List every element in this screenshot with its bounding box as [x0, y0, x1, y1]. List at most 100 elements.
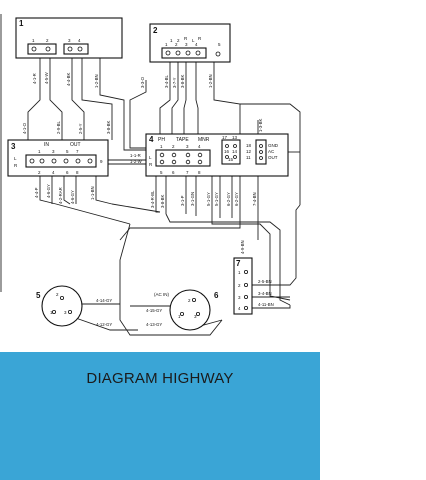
wire	[71, 57, 85, 140]
component-3-pin: 6	[66, 170, 69, 175]
component-4-head: MNR	[198, 137, 210, 143]
switch-label: 18	[246, 143, 252, 148]
terminal	[67, 46, 73, 52]
component-4-side: R	[149, 162, 153, 167]
component-3-pin: 4	[52, 170, 55, 175]
wire-label: 4-9-BN	[240, 240, 245, 254]
component-3-side: L	[14, 156, 17, 161]
component-2-label: R	[198, 36, 202, 41]
wire-label: 4-6-GY	[70, 190, 75, 204]
component-5-pin: 2	[56, 292, 59, 297]
component-3-number: 3	[11, 142, 16, 151]
wire-label: 1-2-BN	[94, 74, 99, 88]
terminal	[159, 152, 165, 158]
terminal	[195, 311, 200, 316]
component-4-number: 4	[149, 135, 154, 144]
component-3-pin: 7	[76, 149, 79, 154]
terminal	[175, 50, 181, 56]
terminal	[171, 159, 177, 165]
wire-label: 3-8-BK	[160, 194, 165, 208]
component-2-pin: 1	[165, 42, 168, 47]
component-7-pin: 1	[238, 270, 241, 275]
title-banner: DIAGRAM HIGHWAY	[0, 352, 320, 480]
wire-label: 3-8-BK	[180, 74, 185, 88]
component-2-label: L	[192, 38, 195, 43]
component-2-label: R	[184, 36, 188, 41]
component-3-pin: 5	[66, 149, 69, 154]
component-4-head: PH	[158, 137, 165, 143]
terminal	[52, 309, 57, 314]
switch-label: 11	[246, 155, 251, 160]
wire-label: 3-8-BK	[106, 120, 111, 134]
component-1: 1 1 2 3 4	[15, 17, 123, 59]
wire-label: 3-4-BN	[258, 291, 272, 296]
wire	[129, 80, 147, 149]
wire	[213, 60, 241, 140]
wire	[119, 218, 241, 241]
wire-label: 4-5-W	[44, 71, 49, 84]
component-3-pin: 1	[38, 149, 41, 154]
wire-label: 3-7-Y	[172, 77, 177, 88]
switch-label: 14	[232, 149, 238, 154]
terminal	[77, 46, 83, 52]
component-1-connector-a	[27, 43, 57, 55]
terminal	[233, 155, 237, 159]
terminal	[259, 144, 263, 148]
wiring-diagram: 1 1 2 3 4 2 1 2 R L R 5 1 2 3 4 3 IN O	[0, 14, 301, 336]
component-4-pin: 1	[160, 144, 163, 149]
component-1-pin: 4	[78, 38, 81, 43]
wire	[171, 60, 179, 140]
switch-label: 13	[232, 135, 238, 140]
terminal	[179, 311, 184, 316]
wire	[39, 176, 57, 205]
terminal	[243, 305, 248, 310]
terminal	[63, 158, 69, 164]
wire-label: 7-4-BN	[252, 192, 257, 206]
wire-label: 4-13-GY	[146, 322, 162, 327]
component-1-pin: 2	[46, 38, 49, 43]
component-5: 5 2 1 3	[36, 285, 83, 327]
wire-label: 1-1-R	[130, 153, 141, 158]
switch-label: 12	[246, 149, 252, 154]
component-4-pin: 5	[160, 170, 163, 175]
component-4-connector	[155, 149, 211, 167]
component-6-number: 6	[214, 291, 219, 300]
wire-label: 1-3-BK	[258, 118, 263, 132]
wire-labels: 4-1-R 4-5-W 4-4-BK 1-2-BN 3-3-O 3-4-BL 3…	[22, 71, 274, 327]
wire	[252, 305, 291, 309]
component-5-number: 5	[36, 291, 41, 300]
component-4: 4 PH TAPE MNR 1 2 3 4 L R 5 6 7 8 17 13 …	[145, 133, 289, 177]
wire	[240, 103, 301, 205]
terminal	[75, 158, 81, 164]
wire	[183, 60, 187, 140]
component-7-pin: 3	[238, 295, 241, 300]
wire	[195, 60, 199, 140]
wire	[119, 223, 223, 336]
wire-label: 3-1-GN	[190, 192, 195, 206]
wire-label: 4-4-P	[34, 187, 39, 198]
component-2-pin: 2	[175, 42, 178, 47]
wire	[252, 204, 301, 286]
wire	[155, 176, 160, 213]
terminal	[29, 158, 35, 164]
component-5-pin: 1	[50, 310, 53, 315]
wire-label: 3-4-BL	[164, 74, 169, 88]
terminal	[185, 152, 191, 158]
ac-label: OUT	[268, 155, 278, 160]
wire-label: 3-1-P	[180, 195, 185, 206]
wire	[99, 57, 146, 151]
component-2: 2 1 2 R L R 5 1 2 3 4	[149, 23, 231, 63]
wire-label: 3-3-O	[140, 76, 145, 88]
wire	[111, 203, 161, 213]
terminal	[259, 156, 263, 160]
terminal	[31, 46, 37, 52]
component-6: (AC IN) 6 2 1 3	[154, 289, 219, 331]
component-7-pin: 4	[238, 306, 241, 311]
component-2-connector	[161, 47, 207, 59]
wire-label: 1-2-BN	[208, 74, 213, 88]
component-4-head: TAPE	[176, 137, 189, 143]
component-4-pin: 2	[172, 144, 175, 149]
terminal	[243, 294, 248, 299]
wire-label: 4-4-BK	[66, 72, 71, 86]
terminal	[225, 144, 229, 148]
